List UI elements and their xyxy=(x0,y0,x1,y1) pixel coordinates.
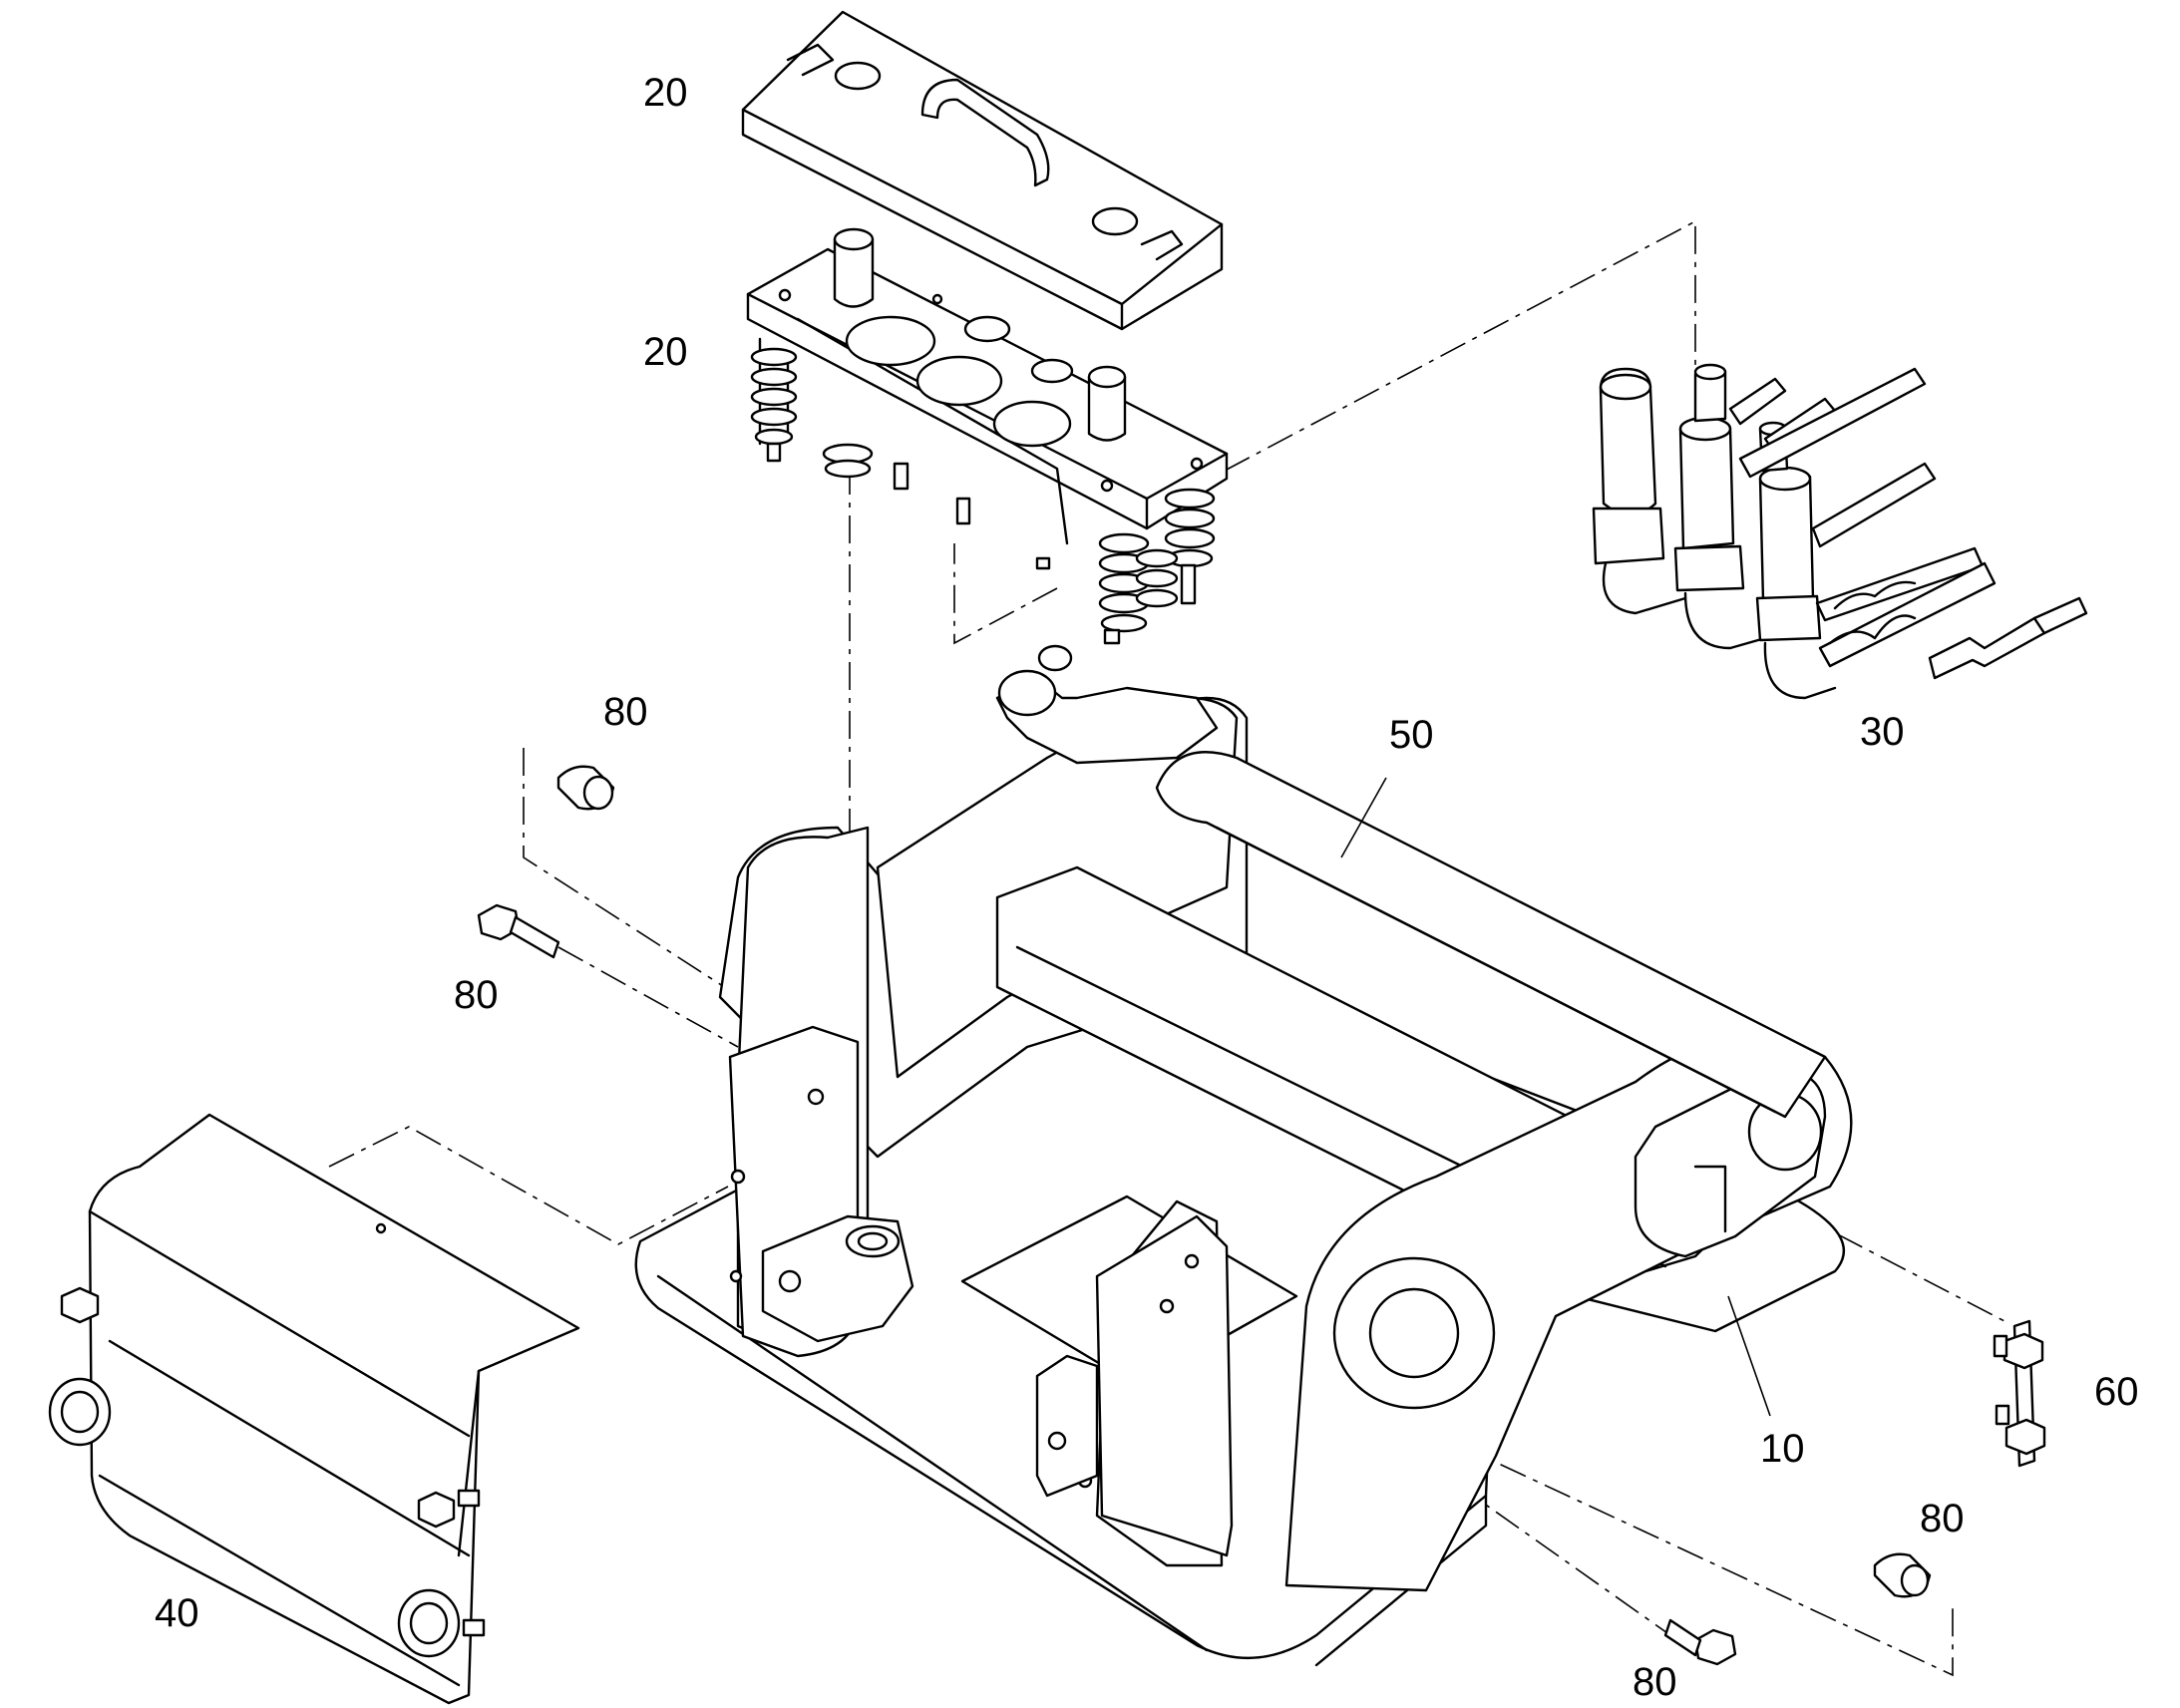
part-40-guard xyxy=(48,1113,580,1705)
leader-lines xyxy=(1340,777,1771,1417)
callout-labels: 20 20 30 50 80 80 10 60 80 40 80 xyxy=(155,71,2139,1704)
part-10-frame xyxy=(634,644,1853,1667)
callout-60: 60 xyxy=(2094,1370,2139,1414)
callout-80-nut-top: 80 xyxy=(603,690,648,734)
callout-80-nut-bottom: 80 xyxy=(1920,1497,1965,1540)
callout-10: 10 xyxy=(1760,1427,1805,1471)
callout-80-bolt-bottom: 80 xyxy=(1633,1660,1677,1704)
left-springs xyxy=(750,337,971,525)
callout-30: 30 xyxy=(1860,710,1905,754)
callout-20-manifold: 20 xyxy=(643,330,688,374)
part-20-top-cover xyxy=(741,10,1224,331)
callout-50: 50 xyxy=(1389,713,1434,757)
part-80-fasteners xyxy=(477,765,1932,1666)
part-30-hose-assembly xyxy=(1592,363,2088,700)
part-20-manifold-block xyxy=(746,227,1229,645)
callout-80-bolt-left: 80 xyxy=(454,973,499,1017)
callout-20-top: 20 xyxy=(643,71,688,115)
right-springs xyxy=(1035,488,1216,645)
callout-40: 40 xyxy=(155,1591,199,1635)
part-60-lock-plate xyxy=(1993,1319,2046,1468)
